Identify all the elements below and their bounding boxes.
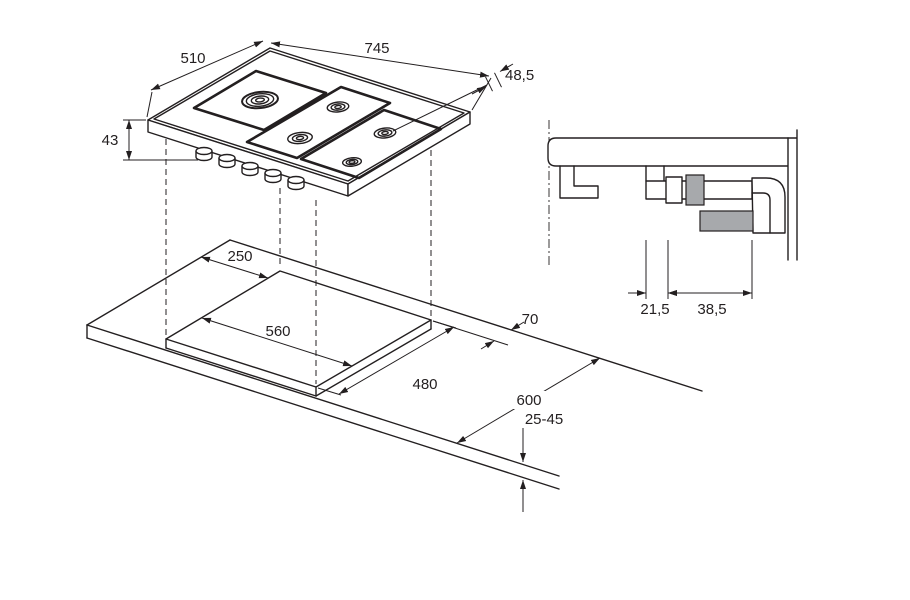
pipe-union-nut — [665, 176, 683, 204]
hob-top-inner-border — [153, 50, 465, 182]
control-knobs — [195, 146, 305, 191]
dimension-clearance-rear: 250 — [200, 248, 269, 279]
dim-label-hob-height: 43 — [102, 132, 119, 149]
dimension-hob-width: 745 — [270, 40, 492, 111]
gas-elbow — [751, 177, 786, 234]
dim-label-hob-depth: 510 — [180, 50, 205, 67]
gas-elbow-inner-line — [751, 192, 771, 234]
dimension-edge-clearance: 70 — [432, 311, 539, 350]
pan-support-left — [192, 69, 328, 132]
pan-support-right — [299, 108, 443, 180]
worktop-isometric — [86, 239, 703, 490]
burner-back-right — [373, 127, 397, 139]
control-knob — [218, 153, 236, 169]
mounting-bracket — [559, 165, 599, 199]
dim-label-gas-offset-a: 21,5 — [640, 301, 669, 318]
dimension-cutout-width: 560 — [201, 317, 353, 367]
dimension-grate-height: 48,5 — [392, 63, 534, 132]
dimension-hob-depth: 510 — [146, 40, 264, 118]
worktop-front-edge — [86, 324, 560, 477]
dimension-hob-height: 43 — [102, 119, 198, 161]
control-knob — [195, 146, 213, 162]
dim-label-clearance-rear: 250 — [227, 248, 252, 265]
worktop-back-edge — [229, 239, 703, 392]
dimensions: 745 510 43 48,5 250 — [102, 40, 601, 512]
section-detail: 21,5 38,5 — [547, 120, 798, 318]
dim-label-grate-height: 48,5 — [505, 67, 534, 84]
dim-label-edge-clearance: 70 — [522, 311, 539, 328]
dim-label-hob-width: 745 — [364, 40, 389, 57]
dim-label-gas-offset-b: 38,5 — [697, 301, 726, 318]
worktop-section — [547, 137, 797, 167]
burner-back-center — [326, 101, 350, 113]
control-knob — [287, 175, 305, 191]
gas-fitting — [685, 174, 705, 206]
burner-front-right — [341, 157, 363, 167]
control-knob — [241, 161, 259, 177]
gas-connection — [645, 165, 786, 234]
worktop-left-edge — [86, 239, 231, 326]
hob-top-surface — [147, 47, 471, 185]
dimension-gas-offsets: 21,5 38,5 — [628, 240, 753, 318]
pan-support-center — [245, 85, 392, 160]
dim-label-worktop-thickness: 25-45 — [525, 411, 563, 428]
burner-front-center — [287, 131, 313, 145]
dim-label-cutout-width: 560 — [265, 323, 290, 340]
worktop-front-bottom-edge — [86, 337, 560, 490]
gas-hose-end — [699, 210, 754, 232]
cutout-inner-front-left — [165, 347, 317, 397]
dim-label-cutout-depth: 480 — [412, 376, 437, 393]
dimension-worktop-depth: 600 — [456, 357, 601, 444]
burner-wok — [241, 90, 279, 110]
control-knob — [264, 168, 282, 184]
dim-label-worktop-depth: 600 — [516, 392, 541, 409]
dimension-worktop-thickness: 25-45 — [520, 411, 563, 512]
